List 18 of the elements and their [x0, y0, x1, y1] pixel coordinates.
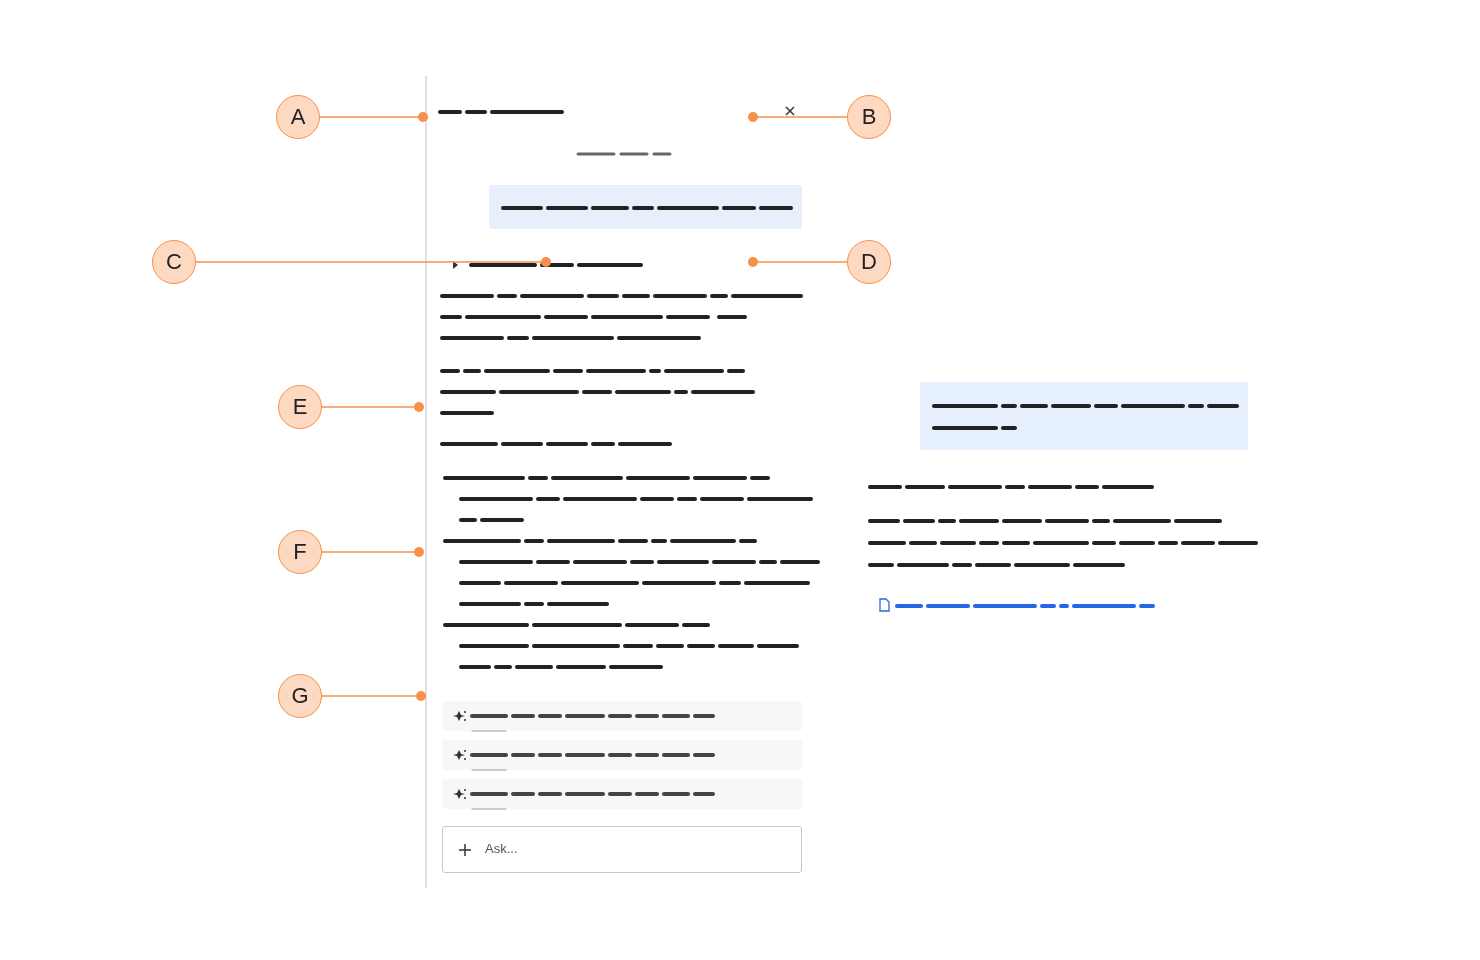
- suggestion-list-drawing: [442, 701, 802, 810]
- leader-line: [321, 402, 424, 412]
- leader-line: [319, 112, 428, 122]
- leader-line: [321, 547, 424, 557]
- callout-letter: B: [847, 95, 891, 139]
- callout-letter: A: [276, 95, 320, 139]
- leader-line: [321, 691, 426, 701]
- callout-letter: G: [278, 674, 322, 718]
- callout-letter: E: [278, 385, 322, 429]
- placeholder-text-drawing: [440, 369, 755, 415]
- callout-letter: C: [152, 240, 196, 284]
- leader-line: [748, 257, 848, 267]
- callout-letter: D: [847, 240, 891, 284]
- leader-line: [195, 257, 551, 267]
- leader-line: [748, 112, 848, 122]
- placeholder-text: Ask...: [485, 841, 518, 856]
- callout-letter: F: [278, 530, 322, 574]
- placeholder-text-drawing: [443, 476, 820, 669]
